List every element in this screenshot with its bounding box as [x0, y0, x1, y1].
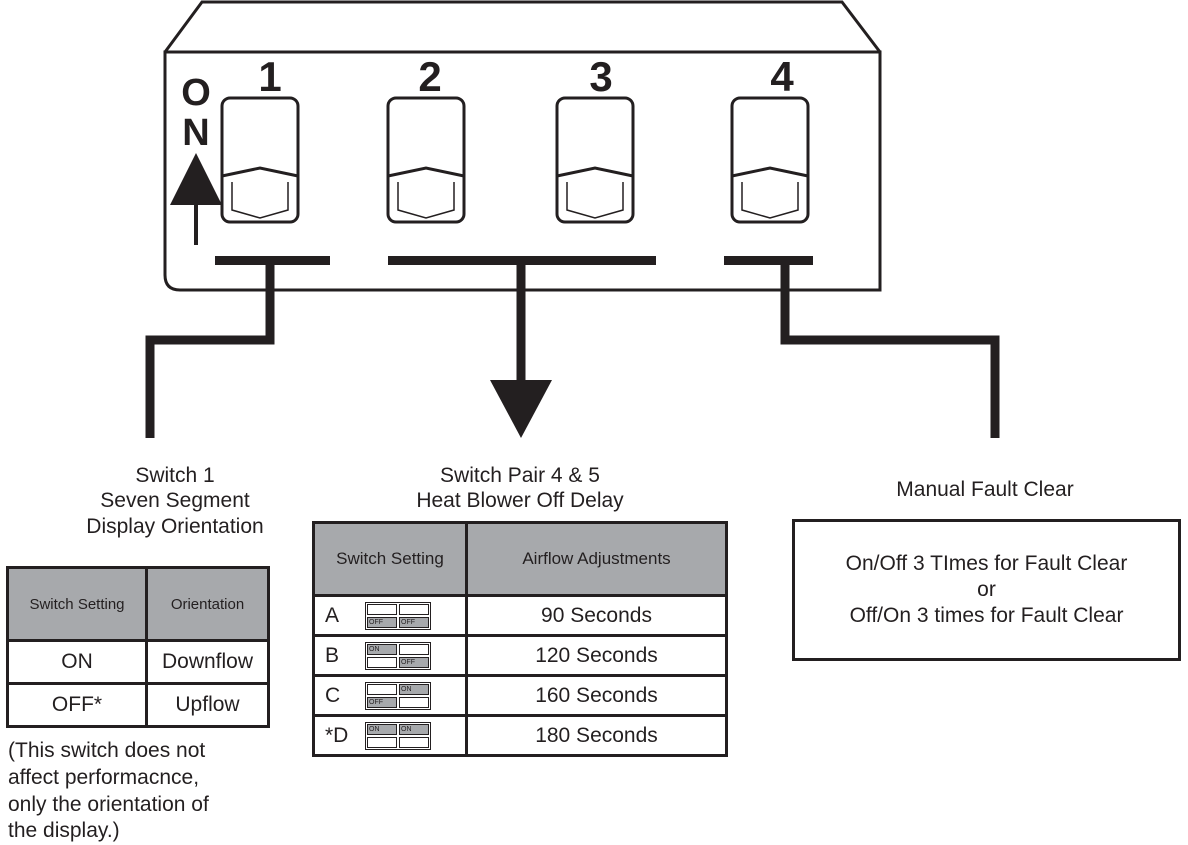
on-label-n: N [182, 112, 210, 154]
switch1-note-line-3: only the orientation of [8, 793, 209, 816]
setting-cell: *D ON ON [312, 714, 468, 757]
switch-3 [555, 96, 635, 224]
switch-4 [730, 96, 810, 224]
switch1-note-line-2: affect performacnce, [8, 766, 200, 789]
on-label-o: O [181, 72, 211, 114]
table-header: Switch Setting [312, 521, 468, 597]
switch-2 [386, 96, 466, 224]
fault-line-1: On/Off 3 TImes for Fault Clear [845, 552, 1128, 575]
switch-1-bar [215, 256, 330, 265]
switch1-note-line-1: (This switch does not [8, 739, 206, 762]
setting-letter: B [325, 643, 340, 667]
switch-pair-arrow-icon [490, 380, 552, 438]
setting-cell: B ON OFF [312, 634, 468, 677]
switch-number-4: 4 [770, 53, 794, 100]
fault-line-2: or [977, 578, 996, 601]
fault-line-3: Off/On 3 times for Fault Clear [849, 604, 1124, 627]
switch1-note-line-4: the display.) [8, 819, 120, 842]
switch-number-2: 2 [418, 53, 442, 100]
setting-letter: *D [325, 723, 349, 747]
switch1-table: Switch Setting Orientation ON Downflow O… [6, 566, 270, 728]
switch-housing [163, 50, 882, 292]
table-cell: OFF* [6, 682, 148, 728]
table-header: Orientation [145, 566, 270, 642]
table-row: C OFF ON 160 Seconds [312, 674, 728, 717]
setting-letter: C [325, 683, 341, 707]
switch-pair-table: Switch Setting Airflow Adjustments A OFF… [312, 521, 728, 757]
table-cell: Upflow [145, 682, 270, 728]
table-row: OFF* Upflow [6, 682, 270, 728]
fault-box: On/Off 3 TImes for Fault Clear or Off/On… [792, 519, 1181, 661]
switch-pair-title-line-1: Switch Pair 4 & 5 [440, 464, 600, 487]
table-row: *D ON ON 180 Seconds [312, 714, 728, 757]
mini-switch-icon: ON ON [365, 721, 431, 750]
table-cell: 160 Seconds [465, 674, 728, 717]
on-arrow-icon [170, 153, 222, 205]
setting-letter: A [325, 603, 340, 627]
setting-cell: A OFF OFF [312, 594, 468, 637]
table-row: B ON OFF 120 Seconds [312, 634, 728, 677]
switch-housing-top [163, 0, 882, 53]
fault-title: Manual Fault Clear [896, 478, 1074, 501]
table-header-row: Switch Setting Orientation [6, 566, 270, 642]
switch-pair-title-line-2: Heat Blower Off Delay [416, 489, 624, 512]
switch1-title-line-1: Switch 1 [135, 464, 215, 487]
mini-switch-icon: OFF ON [365, 681, 431, 710]
switch-number-1: 1 [258, 53, 282, 100]
table-cell: 90 Seconds [465, 594, 728, 637]
mini-switch-icon: ON OFF [365, 641, 431, 670]
switch1-title-line-2: Seven Segment [100, 489, 250, 512]
table-cell: 120 Seconds [465, 634, 728, 677]
switch-pair-bar [388, 256, 656, 265]
switch-4-bar [724, 256, 813, 265]
table-cell: ON [6, 639, 148, 685]
setting-cell: C OFF ON [312, 674, 468, 717]
switch-4-connector [780, 265, 1000, 438]
table-header: Airflow Adjustments [465, 521, 728, 597]
table-cell: Downflow [145, 639, 270, 685]
mini-switch-icon: OFF OFF [365, 601, 431, 630]
switch-1 [220, 96, 300, 224]
table-header: Switch Setting [6, 566, 148, 642]
table-row: A OFF OFF 90 Seconds [312, 594, 728, 637]
switch1-title-line-3: Display Orientation [86, 515, 264, 538]
switch-number-3: 3 [589, 53, 613, 100]
table-row: ON Downflow [6, 639, 270, 685]
switch-1-connector [145, 265, 275, 438]
table-header-row: Switch Setting Airflow Adjustments [312, 521, 728, 597]
table-cell: 180 Seconds [465, 714, 728, 757]
